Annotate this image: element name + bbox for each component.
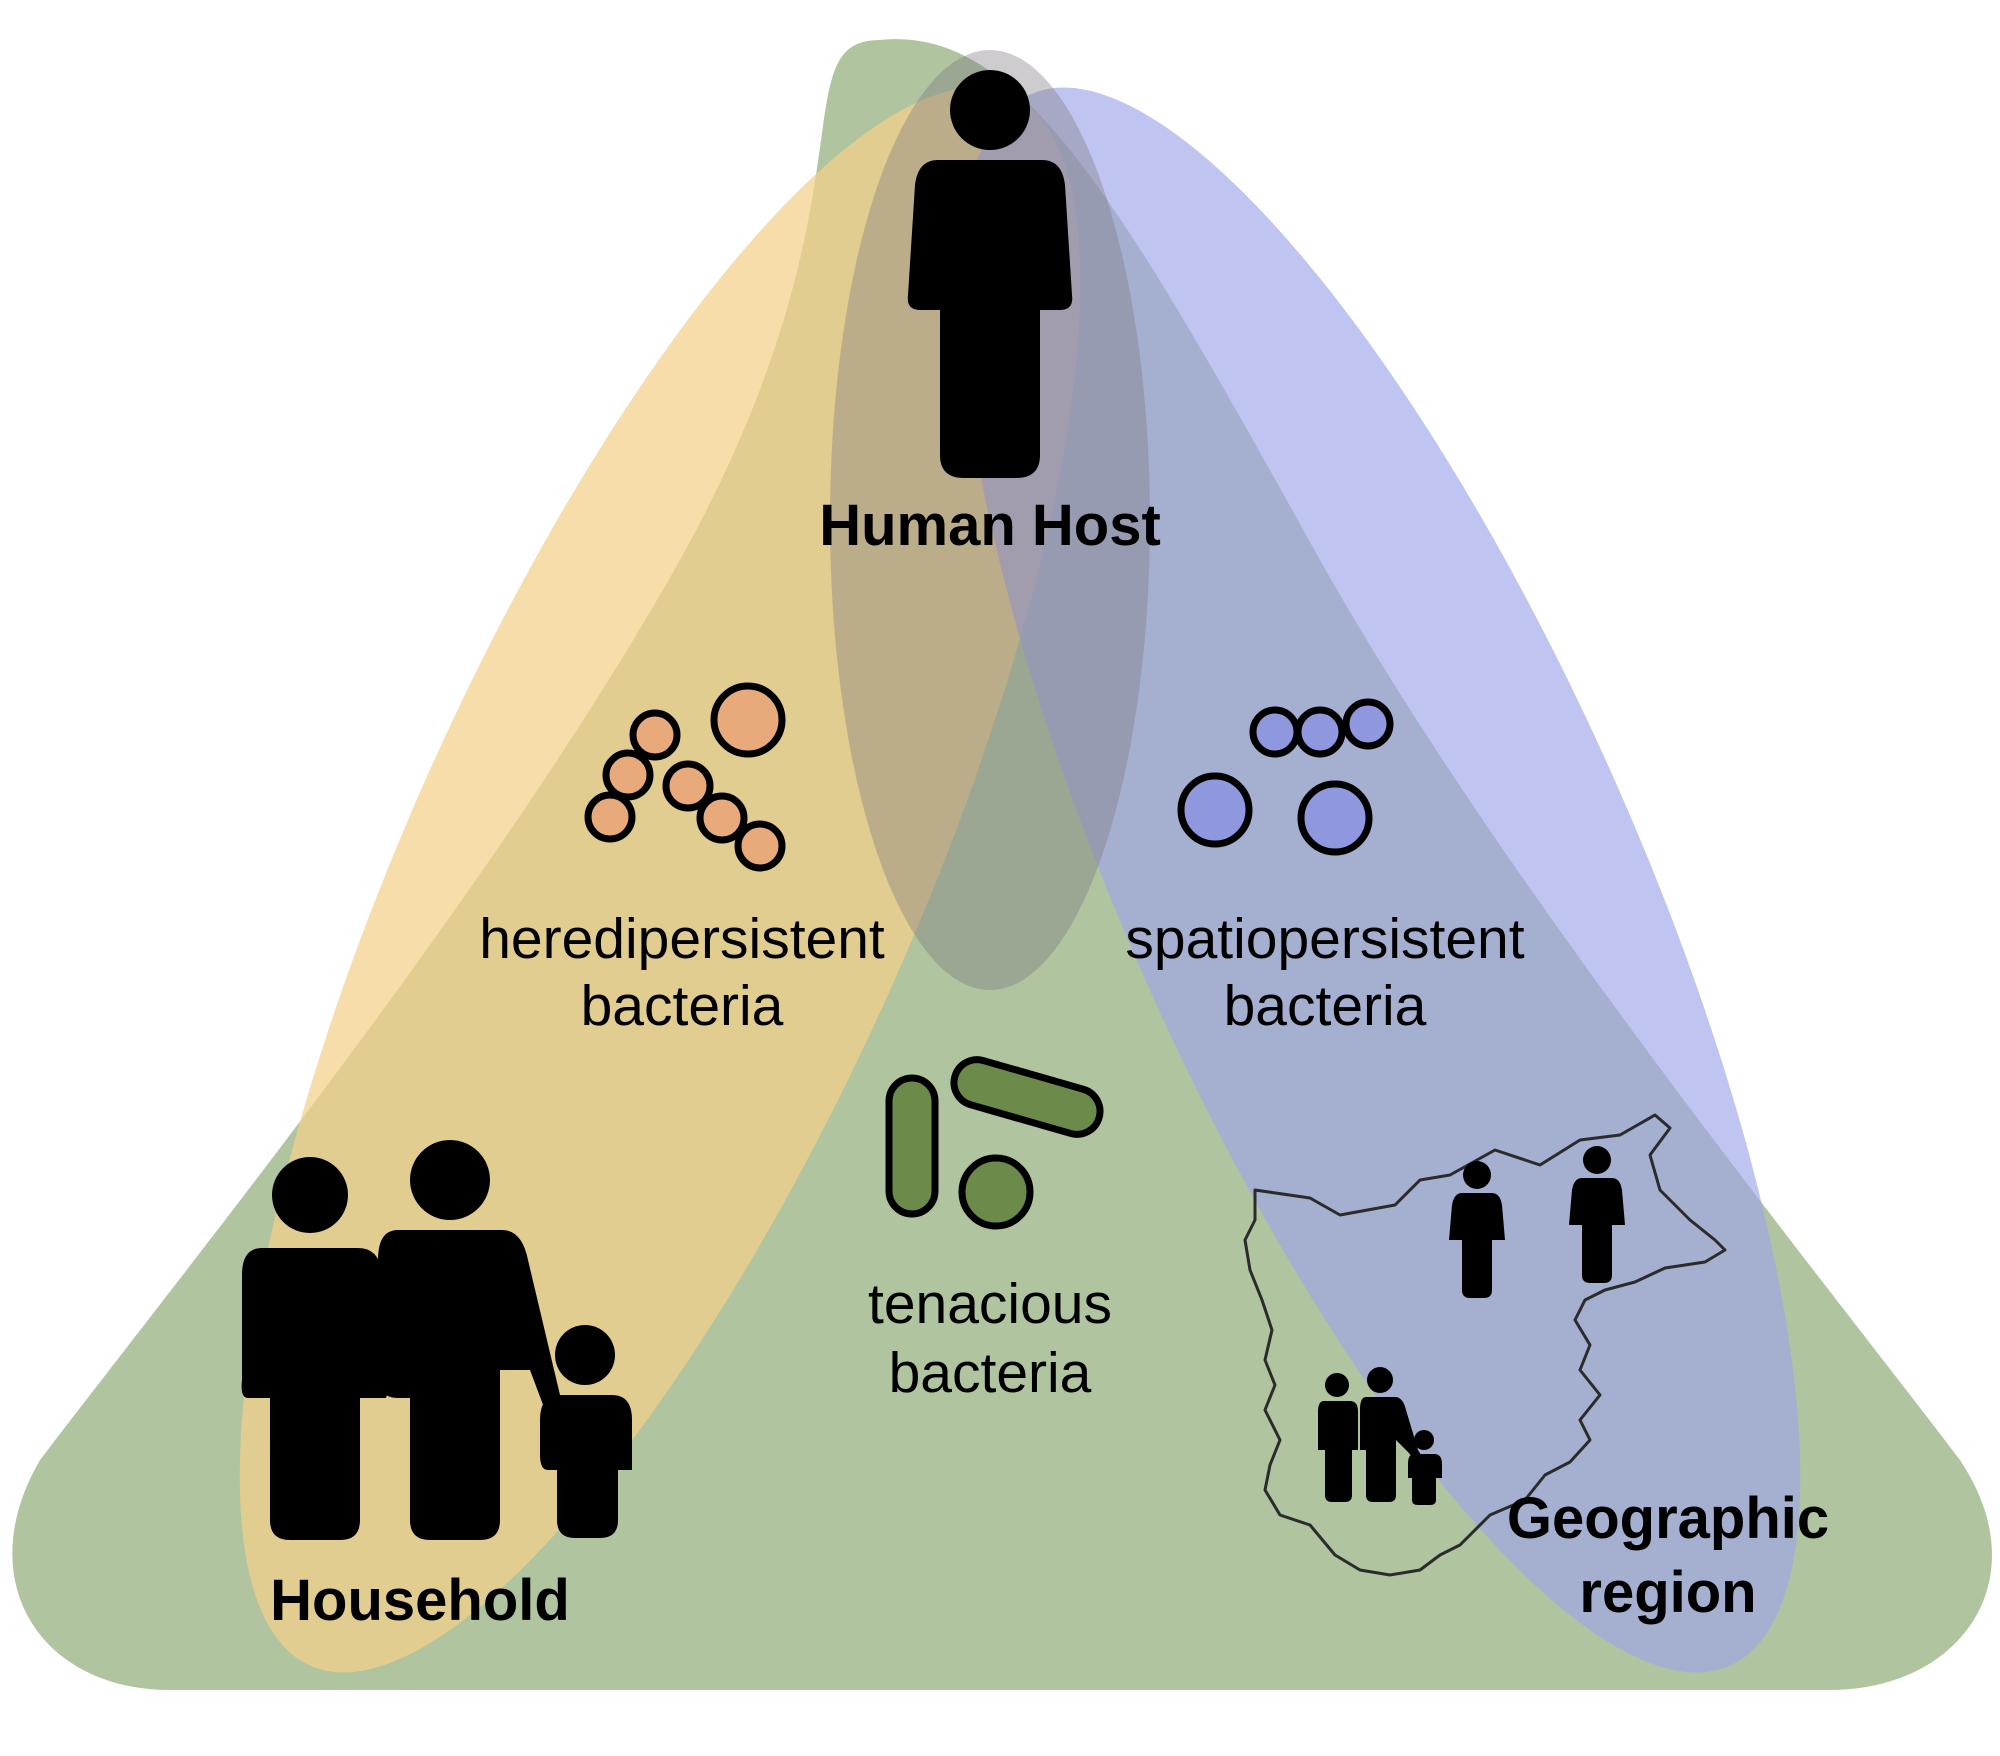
spatiopersistent-label-line1: spatiopersistent — [1125, 907, 1524, 971]
tenacious-label-line1: tenacious — [868, 1272, 1112, 1336]
spatiopersistent-bacteria-icon — [1177, 698, 1394, 856]
heredipersistent-bacteria-icon — [584, 682, 786, 872]
heredipersistent-label-line2: bacteria — [581, 974, 784, 1038]
region-map-outline — [1243, 1113, 1727, 1577]
household-family-icon — [241, 1140, 632, 1540]
tenacious-label-line2: bacteria — [889, 1341, 1092, 1405]
human-host-label: Human Host — [819, 493, 1161, 558]
tenacious-bacteria-icon — [885, 1056, 1104, 1230]
region-person-icon-1 — [1449, 1161, 1505, 1298]
human-host-icon — [907, 70, 1073, 478]
heredipersistent-label-line1: heredipersistent — [479, 907, 885, 971]
region-family-icon — [1318, 1367, 1442, 1505]
region-person-icon-2 — [1569, 1146, 1625, 1283]
household-label: Household — [270, 1568, 570, 1633]
geographic-region-label-line1: Geographic — [1507, 1486, 1829, 1551]
geographic-region-label-line2: region — [1579, 1560, 1756, 1625]
spatiopersistent-label-line2: bacteria — [1224, 974, 1427, 1038]
